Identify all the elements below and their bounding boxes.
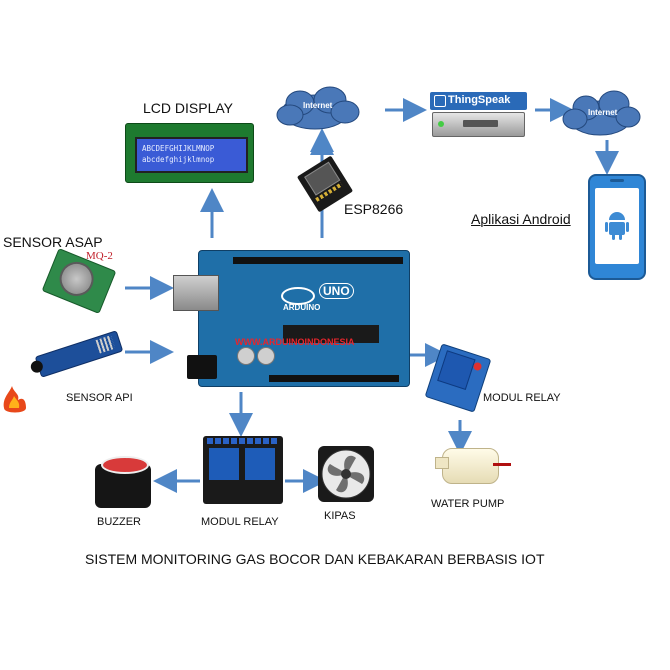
thingspeak-server: ThingSpeak — [430, 92, 527, 137]
android-phone — [588, 174, 646, 280]
power-jack — [187, 355, 217, 379]
mq2-label: MQ-2 — [86, 250, 113, 262]
lcd-line-2: abcdefghijklmnop — [142, 155, 215, 164]
water-pump-label: WATER PUMP — [431, 498, 505, 510]
internet-left-label: Internet — [303, 101, 333, 110]
sensor-asap-label: SENSOR ASAP — [3, 234, 103, 250]
buzzer-label: BUZZER — [97, 516, 141, 528]
modul-relay-bottom — [203, 436, 283, 504]
digital-header — [233, 257, 403, 264]
internet-right-label: Internet — [588, 108, 618, 117]
lcd-line-1: ABCDEFGHIJKLMNOP — [142, 144, 215, 153]
lcd-display: ABCDEFGHIJKLMNOP abcdefghijklmnop — [125, 123, 254, 183]
modul-relay-bottom-label: MODUL RELAY — [201, 516, 279, 528]
water-pump — [435, 448, 511, 484]
server-icon — [432, 112, 525, 137]
watermark-label: WWW.ARDUINOINDONESIA — [235, 337, 355, 347]
android-app-label: Aplikasi Android — [471, 211, 571, 227]
kipas-label: KIPAS — [324, 510, 356, 522]
uno-label: UNO — [319, 283, 354, 299]
infinity-logo — [281, 287, 315, 305]
arduino-label: ARDUINO — [283, 303, 321, 312]
thingspeak-label: ThingSpeak — [448, 94, 511, 106]
analog-header — [269, 375, 399, 382]
lcd-display-label: LCD DISPLAY — [143, 100, 233, 116]
chat-icon — [434, 95, 446, 107]
thingspeak-logo-bar: ThingSpeak — [430, 92, 527, 110]
diagram-caption: SISTEM MONITORING GAS BOCOR DAN KEBAKARA… — [85, 551, 545, 567]
phone-screen — [595, 188, 639, 264]
buzzer — [95, 456, 151, 510]
microcontroller-chip — [283, 325, 379, 343]
usb-port — [173, 275, 219, 311]
esp8266-label: ESP8266 — [344, 201, 404, 217]
lcd-screen: ABCDEFGHIJKLMNOP abcdefghijklmnop — [135, 137, 248, 173]
android-icon — [605, 212, 629, 240]
sensor-api-label: SENSOR API — [66, 392, 133, 404]
arduino-uno-board: ARDUINO UNO WWW.ARDUINOINDONESIA — [173, 250, 410, 387]
modul-relay-right-label: MODUL RELAY — [483, 392, 561, 404]
